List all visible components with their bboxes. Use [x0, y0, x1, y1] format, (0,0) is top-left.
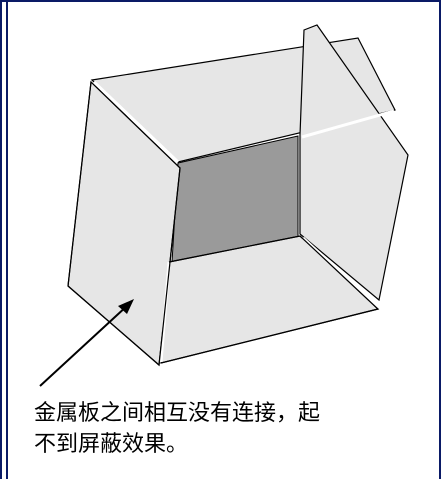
bottom-plate-outline [160, 235, 380, 364]
right-plate [299, 24, 409, 302]
pointer-arrow-head [118, 299, 134, 314]
gap-line-bottom-right [301, 236, 380, 309]
left-plate-outline [67, 80, 181, 367]
caption-line-2: 不到屏蔽效果。 [34, 432, 189, 457]
caption-text: 金属板之间相互没有连接，起 不到屏蔽效果。 [34, 398, 434, 460]
gap-line-top-left [92, 80, 180, 164]
gap-line-top-right [301, 109, 395, 139]
caption-line-1: 金属板之间相互没有连接，起 [34, 401, 321, 426]
pointer-arrow-line [39, 304, 129, 387]
left-border-line [6, 0, 8, 479]
